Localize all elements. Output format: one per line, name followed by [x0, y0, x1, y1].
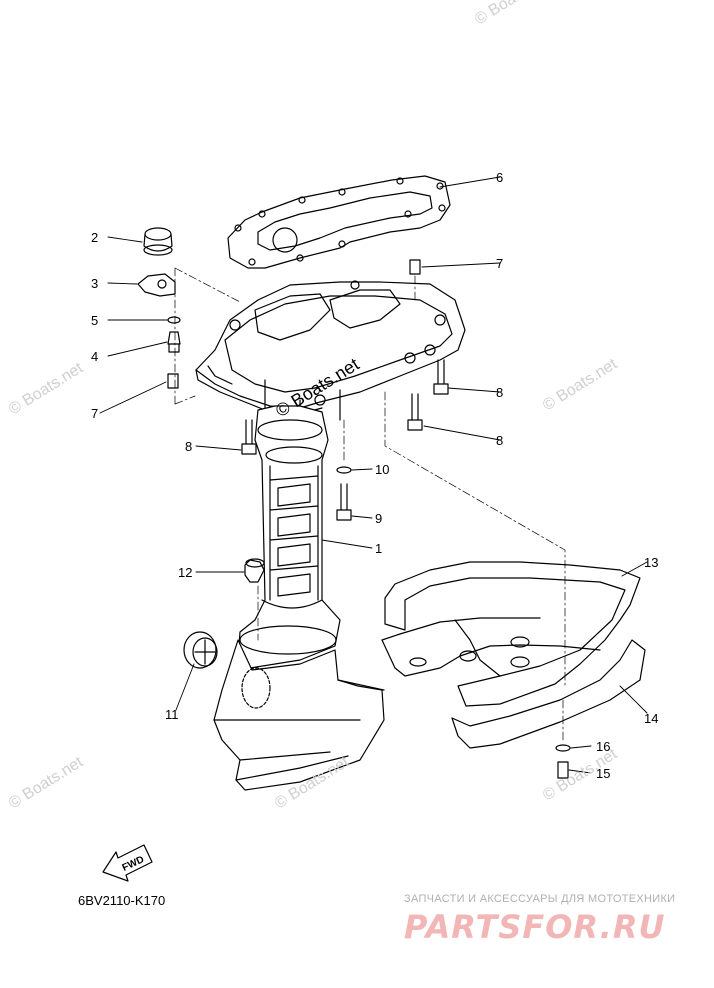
filler-cap-part-2 [143, 227, 173, 256]
grommet-part-11 [183, 631, 218, 669]
bolt-part-15-washer-part-16 [555, 744, 571, 779]
callout-12: 12 [178, 565, 193, 580]
fwd-arrow-icon: FWD [102, 844, 153, 882]
lower-casing [213, 639, 385, 791]
bracket-part-13-14 [381, 561, 646, 749]
callout-8c: 8 [185, 439, 193, 454]
callout-5: 5 [91, 313, 99, 328]
adapter-plate [195, 280, 466, 431]
shop-logo: PARTSFOR.RU [404, 908, 666, 946]
callout-4: 4 [91, 349, 99, 364]
callout-15: 15 [596, 766, 611, 781]
callout-2: 2 [91, 230, 99, 245]
assembly-lines [174, 267, 566, 743]
gasket-part-6 [227, 175, 451, 269]
callout-14: 14 [644, 711, 659, 726]
callout-11: 11 [165, 707, 179, 722]
callout-1: 1 [375, 541, 383, 556]
upper-casing-part-1 [237, 405, 341, 669]
callout-7a: 7 [496, 256, 504, 271]
callout-16: 16 [596, 739, 611, 754]
leader-lines [99, 176, 648, 774]
diagram-code: 6BV2110-K170 [78, 893, 166, 908]
callout-13: 13 [644, 555, 659, 570]
callout-3: 3 [91, 276, 99, 291]
bolts-part-8 [241, 359, 449, 455]
bolt-part-9-washer-part-10 [336, 466, 352, 521]
plate-part-3 [137, 273, 176, 297]
small-hardware [167, 259, 421, 389]
callout-8b: 8 [496, 433, 504, 448]
plug-part-12 [244, 558, 265, 583]
callout-10: 10 [375, 462, 390, 477]
callout-8a: 8 [496, 385, 504, 400]
shop-tagline: ЗАПЧАСТИ И АКСЕССУАРЫ ДЛЯ МОТОТЕХНИКИ [404, 893, 676, 905]
callout-7b: 7 [91, 406, 99, 421]
callout-6: 6 [496, 170, 504, 185]
callout-9: 9 [375, 511, 383, 526]
